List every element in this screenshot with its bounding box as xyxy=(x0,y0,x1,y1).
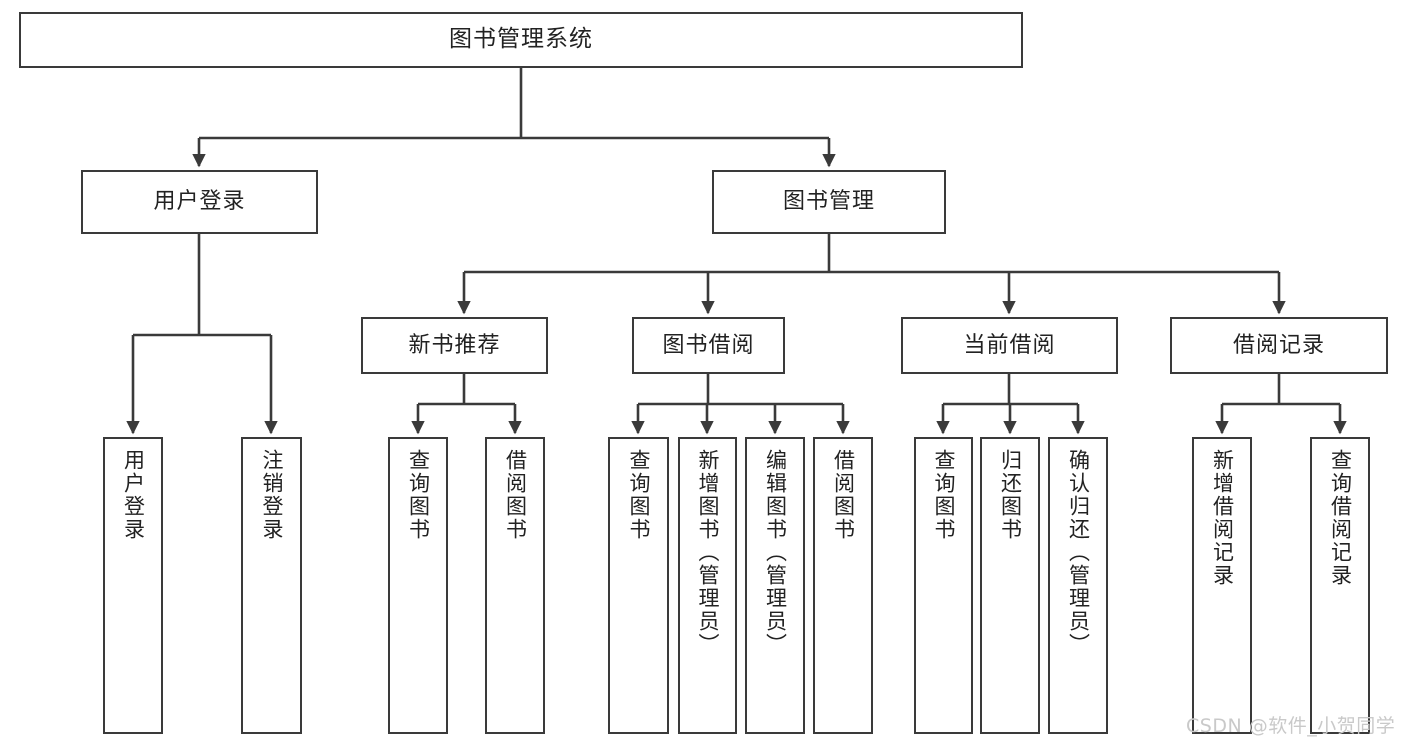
node-label: 当前借阅 xyxy=(963,332,1056,358)
leaf-new-book-query-book[interactable]: 查询图书 xyxy=(388,437,448,734)
node-borrow-record[interactable]: 借阅记录 xyxy=(1170,317,1388,374)
node-label: 确认归还（管理员） xyxy=(1066,449,1091,656)
node-current-borrow[interactable]: 当前借阅 xyxy=(901,317,1118,374)
node-label: 新书推荐 xyxy=(408,332,501,358)
node-label: 新增借阅记录 xyxy=(1210,449,1235,587)
leaf-current-borrow-confirm-return-admin[interactable]: 确认归还（管理员） xyxy=(1048,437,1108,734)
leaf-borrow-record-add-record[interactable]: 新增借阅记录 xyxy=(1192,437,1252,734)
leaf-book-borrow-edit-book-admin[interactable]: 编辑图书（管理员） xyxy=(745,437,805,734)
node-book-management[interactable]: 图书管理 xyxy=(712,170,946,234)
leaf-new-book-borrow-book[interactable]: 借阅图书 xyxy=(485,437,545,734)
node-new-book-recommend[interactable]: 新书推荐 xyxy=(361,317,548,374)
node-label: 用户登录 xyxy=(153,189,246,215)
node-label: 查询图书 xyxy=(406,449,431,541)
leaf-borrow-record-query-record[interactable]: 查询借阅记录 xyxy=(1310,437,1370,734)
node-label: 借阅图书 xyxy=(831,449,856,541)
leaf-current-borrow-query-book[interactable]: 查询图书 xyxy=(914,437,973,734)
leaf-user-login-login[interactable]: 用户登录 xyxy=(103,437,163,734)
node-label: 注销登录 xyxy=(260,449,285,541)
leaf-book-borrow-add-book-admin[interactable]: 新增图书（管理员） xyxy=(678,437,737,734)
node-label: 图书借阅 xyxy=(662,332,755,358)
node-label: 用户登录 xyxy=(121,449,146,541)
leaf-book-borrow-borrow-book[interactable]: 借阅图书 xyxy=(813,437,873,734)
leaf-user-login-logout[interactable]: 注销登录 xyxy=(241,437,302,734)
node-label: 查询图书 xyxy=(932,449,957,541)
watermark-text: CSDN @软件_小贺同学 xyxy=(1186,715,1396,737)
node-label: 借阅记录 xyxy=(1232,332,1325,358)
node-label: 新增图书（管理员） xyxy=(696,449,721,656)
node-label: 图书管理系统 xyxy=(449,26,593,53)
node-root-book-management-system[interactable]: 图书管理系统 xyxy=(19,12,1023,68)
node-label: 查询借阅记录 xyxy=(1328,449,1353,587)
node-label: 图书管理 xyxy=(782,189,875,215)
node-user-login[interactable]: 用户登录 xyxy=(81,170,318,234)
node-label: 借阅图书 xyxy=(503,449,528,541)
node-label: 编辑图书（管理员） xyxy=(763,449,788,656)
node-label: 归还图书 xyxy=(998,449,1023,541)
node-label: 查询图书 xyxy=(627,449,652,541)
leaf-current-borrow-return-book[interactable]: 归还图书 xyxy=(980,437,1040,734)
leaf-book-borrow-query-book[interactable]: 查询图书 xyxy=(608,437,669,734)
node-book-borrow[interactable]: 图书借阅 xyxy=(632,317,785,374)
